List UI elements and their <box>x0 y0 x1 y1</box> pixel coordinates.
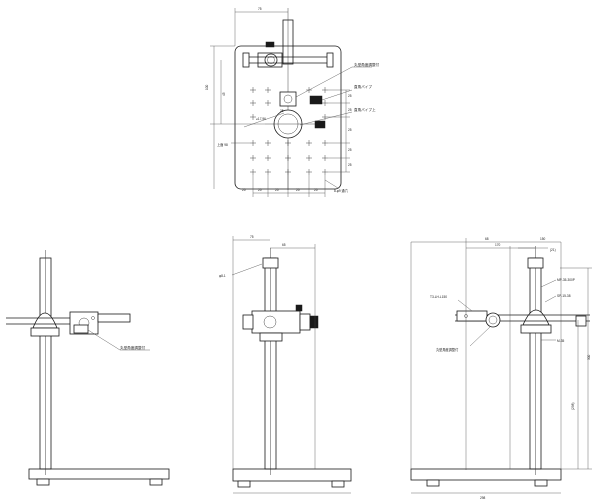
dim-col-right-1: 25 <box>348 94 352 98</box>
mounting-holes <box>250 87 328 175</box>
dim-height-mid: 45 <box>222 92 226 96</box>
right-base <box>410 468 562 481</box>
dim-bottom-3: 25 <box>296 188 300 192</box>
right-label-left-b: 丸型角度調整付 <box>436 347 459 352</box>
dim-bottom-1: 25 <box>258 188 262 192</box>
right-label-r2: SP-15-38 <box>557 294 571 298</box>
right-dim-top-right: 150 <box>540 237 546 241</box>
screw-note: 8-φ9 通穴 <box>334 188 349 193</box>
top-view: 75 100 45 上面 98 25 25 25 25 25 25 25 25 <box>205 7 380 197</box>
right-label-r3: M-35 <box>557 339 564 343</box>
side-view-right: 68 150 170 (21) 300 (298) 298 T3-LH-L150… <box>233 237 592 500</box>
right-label-left-a: T3-LH-L150 <box>430 295 447 299</box>
dim-height-left: 100 <box>205 84 209 90</box>
right-dim-v1: 300 <box>587 354 591 360</box>
dim-col-right-3: 25 <box>348 128 352 132</box>
right-label-r1: MP-35-300P <box>557 278 575 282</box>
upper-clamp-hole <box>264 53 278 67</box>
dim-col-right-5: 25 <box>348 163 352 167</box>
left-base <box>28 468 170 480</box>
callout-top-3: 直角パイプ上 <box>354 107 376 112</box>
right-dim-sub: 170 <box>495 243 501 247</box>
dim-col-right-4: 25 <box>348 148 352 152</box>
mid-base <box>232 468 352 482</box>
side-view-left: 丸型角度調整付 <box>6 250 170 486</box>
mid-label-left: φ8-1 <box>219 274 226 278</box>
dim-bottom-5: 25 <box>242 188 246 192</box>
mid-dim-sub: 65 <box>282 243 286 247</box>
dim-top-width: 75 <box>258 7 262 11</box>
dim-diameter: ⌀17.96 <box>256 117 266 121</box>
dim-bottom-2: 25 <box>275 188 279 192</box>
dim-col-right-2: 25 <box>348 108 352 112</box>
callout-left: 丸型角度調整付 <box>120 345 146 350</box>
right-dim-right-a: (21) <box>550 248 556 252</box>
label-left-mark: 上面 98 <box>217 142 228 147</box>
callout-top-2: 直角パイプ <box>354 84 372 89</box>
mid-dim-top: 75 <box>250 235 254 239</box>
side-view-middle: 75 65 φ8-1 <box>219 235 352 488</box>
dim-bottom-4: 25 <box>314 188 318 192</box>
dim-offset: 25 <box>280 109 284 113</box>
right-dim-bottom: 298 <box>480 496 486 500</box>
right-dim-top-left: 68 <box>485 237 489 241</box>
right-dim-v2: (298) <box>571 403 575 410</box>
callout-top-1: 丸型角度調整付 <box>354 62 380 67</box>
